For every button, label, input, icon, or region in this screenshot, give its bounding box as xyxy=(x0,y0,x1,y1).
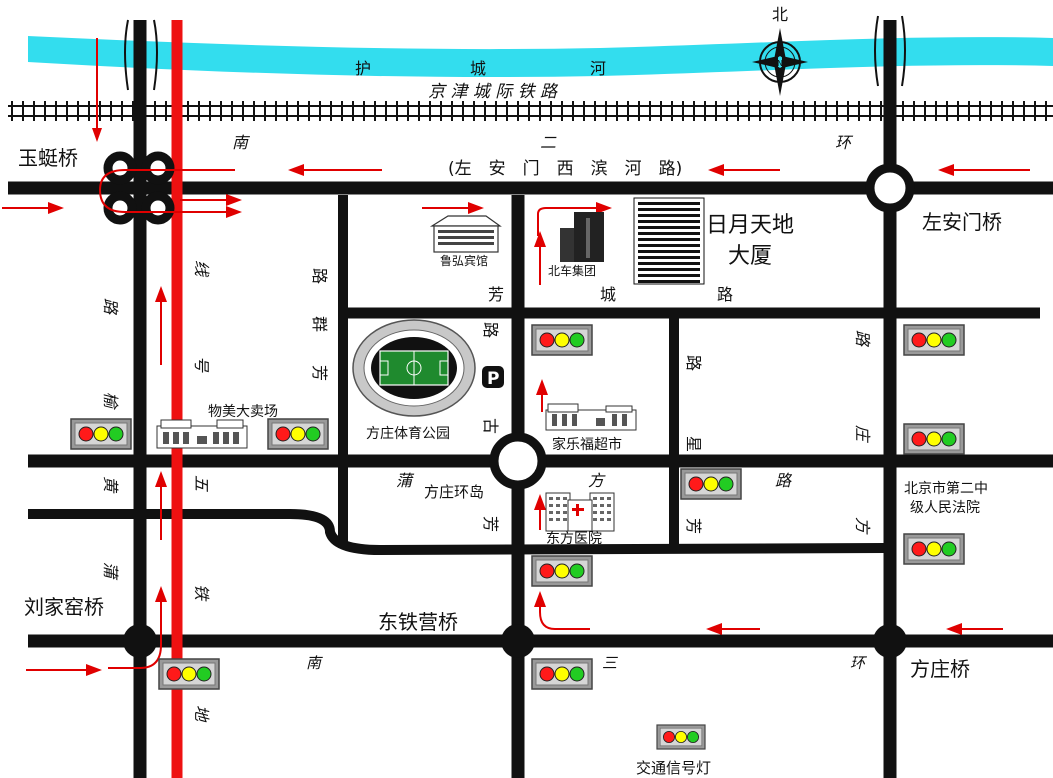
fangzhuang-bridge-dot xyxy=(873,624,907,658)
label-fangqun-1: 芳 xyxy=(310,365,329,381)
label-dongtieying-bridge: 东铁营桥 xyxy=(378,610,458,634)
beiche-group-icon xyxy=(560,212,604,262)
label-yuting-bridge: 玉蜓桥 xyxy=(18,146,78,170)
river-labels: 护 城 河 xyxy=(355,59,606,78)
label-court-2: 级人民法院 xyxy=(910,500,980,516)
river-label-3: 河 xyxy=(590,59,606,78)
label-puhuangyu-3: 榆 xyxy=(101,392,120,410)
label-fanggu-3: 芳 xyxy=(481,516,500,532)
zuoanmen-roundabout xyxy=(865,163,915,213)
liujiayao-bridge-dot xyxy=(123,624,157,658)
traffic-light-icon xyxy=(158,658,220,690)
label-subway-3: 五 xyxy=(192,475,211,492)
traffic-light-icon xyxy=(531,555,593,587)
road-fangxing-curve xyxy=(28,509,886,556)
railway-label: 京 津 城 际 铁 路 xyxy=(428,82,559,102)
label-fanggu-1: 古 xyxy=(481,418,500,434)
label-wumei: 物美大卖场 xyxy=(208,404,278,420)
traffic-light-icon xyxy=(267,418,329,450)
label-subway-2: 铁 xyxy=(192,584,211,602)
parking-icon[interactable]: P xyxy=(482,366,504,389)
traffic-light-icon xyxy=(531,324,593,356)
label-fangqun-3: 路 xyxy=(310,268,329,284)
label-puhuang-1: 蒲 xyxy=(396,471,415,490)
bridge-markers xyxy=(103,151,915,658)
label-fanggu-2: 路 xyxy=(481,322,500,338)
traffic-light-icon xyxy=(903,533,965,565)
traffic-light-icon xyxy=(680,468,742,500)
river-label-1: 护 xyxy=(355,59,371,78)
hospital-icon xyxy=(545,492,615,532)
stadium-icon xyxy=(352,319,476,417)
label-subway-1: 地 xyxy=(192,705,211,723)
traffic-light-icon xyxy=(903,423,965,455)
label-liujiayao-bridge: 刘家窑桥 xyxy=(24,595,104,619)
label-fangcheng-3: 路 xyxy=(717,285,733,304)
label-puhuangyu-1: 蒲 xyxy=(101,562,120,581)
label-stadium: 方庄体育公园 xyxy=(366,425,450,442)
label-fangzhuang-2: 庄 xyxy=(853,425,872,443)
label-hospital: 东方医院 xyxy=(546,531,602,547)
parking-label: P xyxy=(487,369,499,389)
label-nanerhuan-2: 二 xyxy=(540,133,557,152)
moat-river xyxy=(28,36,1053,78)
label-court-1: 北京市第二中 xyxy=(904,480,988,497)
carrefour-icon xyxy=(545,403,637,431)
label-fangxing-2: 星 xyxy=(684,436,703,452)
label-fangzhuang-roundabout: 方庄环岛 xyxy=(424,483,484,501)
luhong-hotel-icon xyxy=(429,215,502,253)
label-fangxing-1: 芳 xyxy=(684,518,703,534)
label-subway-5: 线 xyxy=(192,260,211,278)
river-label-2: 城 xyxy=(470,59,486,78)
traffic-light-icon xyxy=(531,658,593,690)
label-puhuang-2: 方 xyxy=(588,471,606,490)
label-nansanhuan-1: 南 xyxy=(306,654,323,672)
riyue-tower-icon xyxy=(633,197,705,285)
svg-text:N: N xyxy=(777,59,783,68)
traffic-light-icon xyxy=(903,324,965,356)
bridge-brackets xyxy=(124,15,906,91)
label-riyue-2: 大厦 xyxy=(728,244,772,269)
label-subway-4: 号 xyxy=(192,356,211,373)
wumei-icon xyxy=(156,419,248,449)
label-nansanhuan-3: 环 xyxy=(850,654,868,672)
label-fangqun-2: 群 xyxy=(310,316,329,332)
legend-traffic-light-icon xyxy=(656,724,706,750)
label-nanerhuan-3: 环 xyxy=(835,133,854,152)
legend: 交通信号灯 xyxy=(636,724,711,777)
label-fangxing-3: 路 xyxy=(684,355,703,371)
road-labels: 南 二 环 (左 安 门 西 滨 河 路) 芳 城 路 路 群 芳 路 古 芳 … xyxy=(101,133,872,723)
label-zuoanmen-west-road: (左 安 门 西 滨 河 路) xyxy=(448,159,682,179)
railway xyxy=(8,101,1053,121)
label-puhuang-3: 路 xyxy=(775,471,793,490)
compass-icon: 北 N xyxy=(752,5,808,96)
label-zuoanmen-bridge: 左安门桥 xyxy=(922,210,1002,234)
traffic-light-icon xyxy=(70,418,132,450)
label-nanerhuan-1: 南 xyxy=(232,133,251,152)
yuting-bridge-interchange xyxy=(103,151,175,225)
label-puhuangyu-2: 黄 xyxy=(101,476,120,494)
label-carrefour: 家乐福超市 xyxy=(552,436,622,453)
label-fangcheng-1: 芳 xyxy=(488,285,504,304)
label-luhong-hotel: 鲁弘宾馆 xyxy=(440,253,488,268)
label-fangzhuang-1: 方 xyxy=(853,517,872,535)
traffic-arrows xyxy=(2,38,1030,676)
label-riyue-1: 日月天地 xyxy=(706,213,794,238)
label-fangzhuang-bridge: 方庄桥 xyxy=(910,657,970,681)
dongtieying-bridge-dot xyxy=(501,624,535,658)
fangzhuang-roundabout-marker xyxy=(489,432,547,490)
label-beiche-group: 北车集团 xyxy=(548,263,596,278)
label-fangzhuang-3: 路 xyxy=(853,330,872,348)
label-nansanhuan-2: 三 xyxy=(602,654,618,672)
compass-north-label: 北 xyxy=(772,5,788,24)
label-fangcheng-2: 城 xyxy=(600,285,616,304)
label-puhuangyu-4: 路 xyxy=(101,298,120,316)
legend-traffic-light-label: 交通信号灯 xyxy=(636,759,711,777)
place-labels: 玉蜓桥 左安门桥 刘家窑桥 东铁营桥 方庄桥 方庄环岛 xyxy=(18,146,1002,681)
